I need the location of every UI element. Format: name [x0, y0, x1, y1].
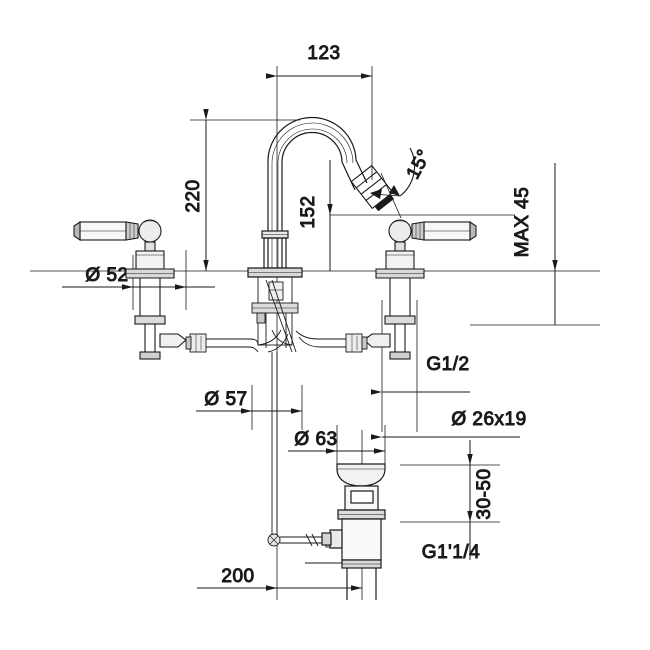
flexible-hoses	[185, 330, 368, 353]
spout-internal-lines	[271, 122, 354, 268]
dimension-label-15-degrees: 15°	[403, 146, 436, 183]
dimension-label-dia-52: Ø 52	[85, 265, 128, 286]
dimension-label-dia-26x19: Ø 26x19	[451, 409, 526, 430]
popup-waste-assembly	[321, 463, 386, 600]
dimension-label-dia-57: Ø 57	[204, 389, 247, 410]
dimension-label-123: 123	[307, 43, 340, 64]
dimension-label-30-50: 30-50	[474, 468, 495, 519]
dimension-label-g-one-half: G1/2	[426, 354, 469, 375]
left-handle-assembly	[73, 219, 187, 360]
dimension-label-152: 152	[298, 195, 319, 228]
dimension-label-max-45: MAX 45	[512, 187, 533, 258]
dimension-label-g-one-one-quarter: G1'1/4	[422, 542, 480, 563]
spout-gooseneck	[267, 116, 368, 268]
spout-aerator	[350, 164, 395, 212]
dimension-label-220: 220	[183, 179, 204, 212]
spout-body-internals	[251, 276, 299, 353]
dimension-label-dia-63: Ø 63	[294, 429, 337, 450]
extension-lines	[30, 66, 600, 600]
spout-body-column	[247, 230, 303, 278]
right-handle-assembly	[363, 219, 477, 360]
dimension-label-200: 200	[221, 566, 254, 587]
